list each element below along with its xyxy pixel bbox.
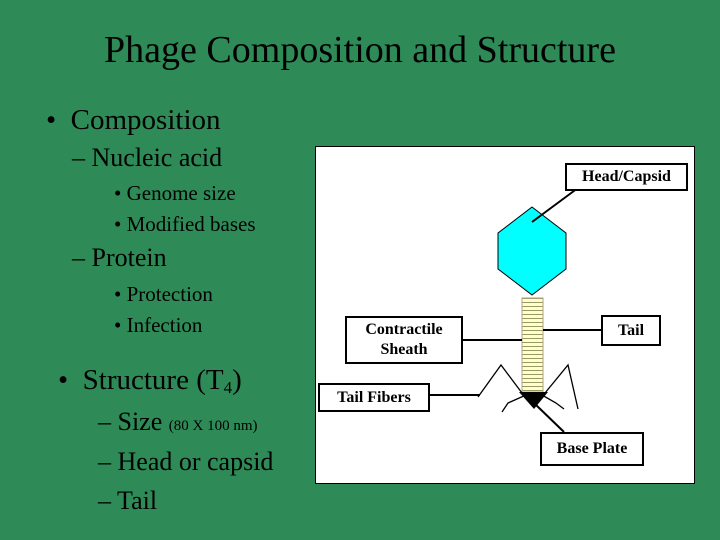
genome-size-text: Genome size [126, 181, 236, 205]
dash-glyph: – [72, 143, 85, 172]
composition-label: Composition [70, 104, 221, 136]
leader-head-capsid [531, 184, 583, 223]
list-item-genome-size: • Genome size [114, 181, 236, 205]
bullet-glyph: • [58, 364, 69, 396]
protection-text: Protection [126, 282, 213, 306]
label-base-plate: Base Plate [540, 432, 644, 466]
subitem-tail: – Tail [98, 486, 158, 515]
list-item-modified-bases: • Modified bases [114, 212, 256, 236]
list-item-infection: • Infection [114, 313, 203, 337]
size-label: Size [117, 407, 163, 436]
tail-fiber-right-outer [544, 363, 579, 410]
list-item-protection: • Protection [114, 282, 213, 306]
slide-title: Phage Composition and Structure [104, 29, 616, 71]
tail-text: Tail [117, 486, 158, 515]
leader-base-plate [534, 403, 565, 433]
structure-label-prefix: Structure (T [82, 364, 224, 396]
infection-text: Infection [126, 313, 203, 337]
label-contractile-sheath-line2: Sheath [380, 341, 428, 358]
bullet-structure: • Structure (T4) [58, 363, 242, 397]
tail-fiber-right-inner [541, 394, 565, 410]
base-plate [519, 392, 548, 409]
label-contractile-sheath: Contractile Sheath [345, 316, 463, 364]
label-contractile-sheath-line1: Contractile [365, 321, 443, 338]
phage-diagram: Head/Capsid Contractile Sheath Tail Tail… [315, 146, 695, 484]
label-tail: Tail [601, 315, 661, 346]
subitem-head-capsid: – Head or capsid [98, 447, 274, 476]
subitem-nucleic-acid: – Nucleic acid [72, 143, 222, 173]
label-head-capsid: Head/Capsid [565, 163, 688, 191]
bullet-composition: • Composition [46, 103, 221, 137]
contractile-sheath [521, 297, 544, 393]
modified-bases-text: Modified bases [126, 212, 256, 236]
label-tail-fibers: Tail Fibers [318, 383, 430, 412]
bullet-glyph: • [46, 104, 57, 136]
structure-label-suffix: ) [232, 364, 242, 396]
subitem-protein: – Protein [72, 243, 167, 273]
structure-label-sub: 4 [223, 378, 233, 397]
size-detail: (80 X 100 nm) [168, 418, 258, 434]
nucleic-acid-label: Nucleic acid [91, 143, 223, 172]
head-capsid-text: Head or capsid [117, 447, 274, 476]
dash-glyph: – [72, 243, 85, 272]
tail-fiber-left-outer [477, 363, 523, 398]
protein-label: Protein [91, 243, 167, 272]
capsid-head [497, 206, 567, 296]
phage-drawing [429, 184, 603, 433]
subitem-size: – Size (80 X 100 nm) [98, 407, 258, 436]
tail-fiber-left-inner [501, 394, 527, 413]
